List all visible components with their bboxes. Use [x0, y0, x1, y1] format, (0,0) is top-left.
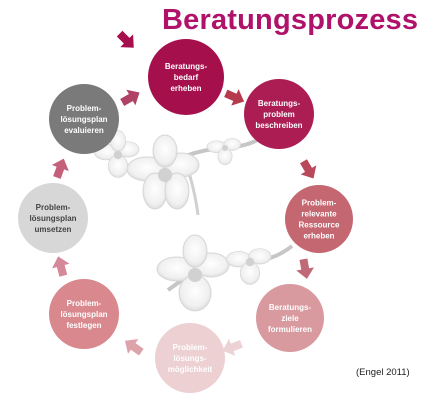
step-label-line: erheben — [303, 232, 334, 241]
step-label-line: lösungsplan — [60, 310, 107, 319]
step-circle — [148, 39, 224, 115]
step-label-line: relevante — [301, 210, 337, 219]
step-label-line: lösungs- — [173, 354, 207, 363]
step-label-line: erheben — [170, 84, 201, 93]
arrows-layer — [51, 30, 317, 356]
orchid-decoration — [93, 130, 294, 312]
flow-arrow-icon — [296, 258, 315, 279]
step-label: Beratungs-problem beschreiben — [255, 99, 302, 130]
step-label-line: Problem- — [36, 203, 71, 212]
step-label-line: beschreiben — [255, 121, 302, 130]
citation: (Engel 2011) — [356, 367, 410, 378]
step-circle — [244, 79, 314, 149]
process-step-1: Beratungs-bedarf erheben — [148, 39, 224, 115]
flow-arrow-icon — [120, 89, 140, 106]
process-step-5: Problem-lösungs-möglichkeit — [155, 323, 225, 393]
flow-arrow-icon — [51, 158, 69, 179]
step-label-line: Ressource — [299, 221, 340, 230]
step-label-line: umsetzen — [35, 225, 72, 234]
flow-arrow-icon — [224, 89, 245, 106]
step-label-line: lösungsplan — [29, 214, 76, 223]
step-circle — [18, 183, 88, 253]
flow-arrow-icon — [300, 159, 317, 179]
step-circle — [285, 185, 353, 253]
step-label-line: möglichkeit — [168, 365, 213, 374]
step-label-line: evaluieren — [64, 126, 104, 135]
step-label-line: formulieren — [268, 325, 312, 334]
step-circle — [155, 323, 225, 393]
process-step-4: Beratungs-ziele formulieren — [256, 284, 324, 352]
process-step-6: Problem-lösungsplan festlegen — [49, 279, 119, 349]
step-label-line: Problem- — [67, 299, 102, 308]
step-circle — [256, 284, 324, 352]
flow-arrow-icon — [124, 339, 144, 356]
page-title: Beratungsprozess — [162, 4, 419, 36]
step-label: Problem-lösungs-möglichkeit — [168, 343, 213, 374]
flow-arrow-icon — [52, 256, 70, 277]
step-label-line: bedarf — [174, 73, 199, 82]
step-label-line: lösungsplan — [60, 115, 107, 124]
step-label-line: problem — [263, 110, 295, 119]
step-label-line: festlegen — [66, 321, 101, 330]
step-label: Beratungs-bedarf erheben — [165, 62, 208, 93]
step-label-line: Problem- — [173, 343, 208, 352]
step-label-line: Problem- — [67, 104, 102, 113]
flow-arrow-icon — [116, 30, 134, 48]
step-label-line: Problem- — [302, 199, 337, 208]
step-label: Problem-lösungsplan evaluieren — [60, 104, 107, 135]
process-step-2: Beratungs-problem beschreiben — [244, 79, 314, 149]
step-circle — [49, 279, 119, 349]
step-label: Problem-lösungsplan festlegen — [60, 299, 107, 330]
flow-arrow-icon — [222, 338, 243, 356]
step-circle — [49, 84, 119, 154]
step-label-line: Beratungs- — [269, 303, 312, 312]
step-label-line: ziele — [281, 314, 299, 323]
process-step-8: Problem-lösungsplan evaluieren — [49, 84, 119, 154]
step-label-line: Beratungs- — [258, 99, 301, 108]
step-label-line: Beratungs- — [165, 62, 208, 71]
step-label: Beratungs-ziele formulieren — [268, 303, 312, 334]
process-step-7: Problem-lösungsplan umsetzen — [18, 183, 88, 253]
step-label: Problem-lösungsplan umsetzen — [29, 203, 76, 234]
